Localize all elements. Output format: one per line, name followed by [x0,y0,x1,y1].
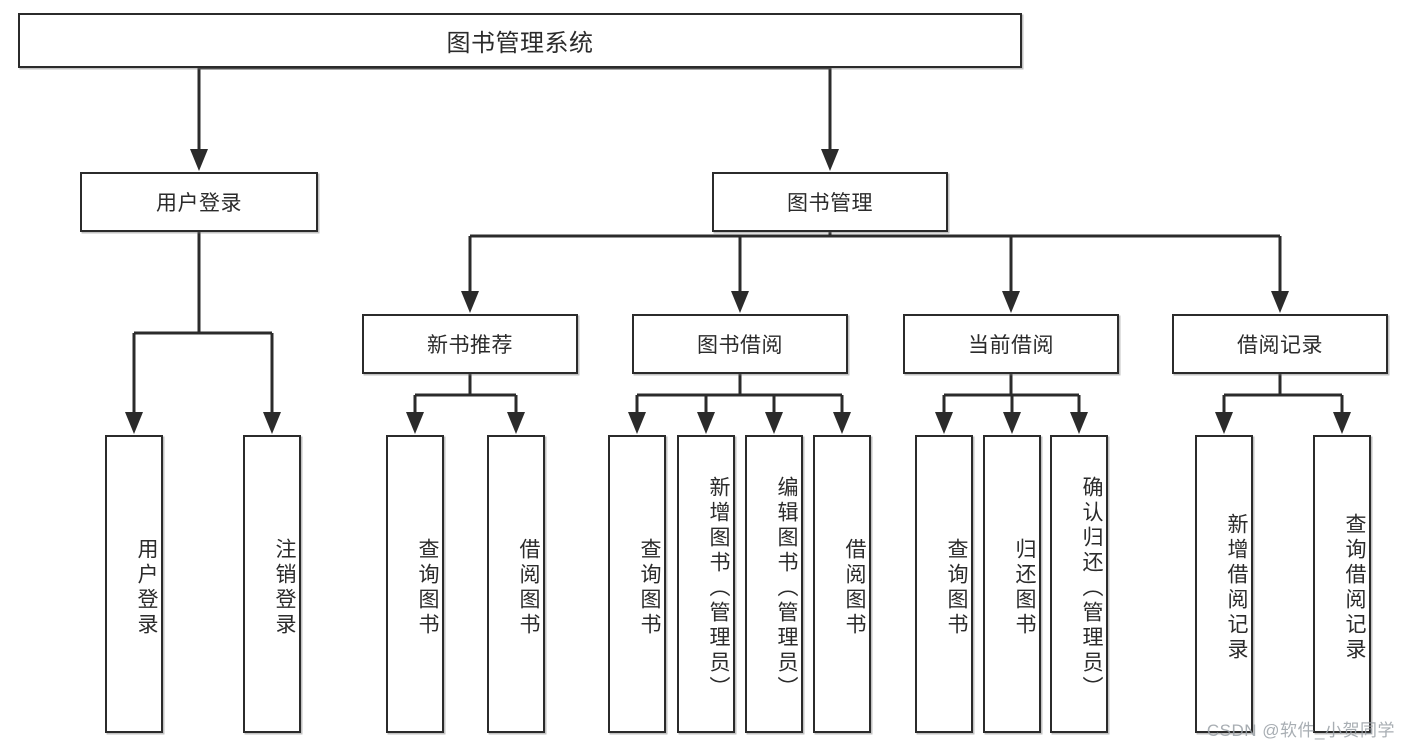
connector-arrowhead-leaf-bor-4 [833,412,851,434]
node-label-leaf-cur-2: 归还图书 [1013,538,1036,638]
node-newbook[interactable]: 新书推荐 [362,314,578,374]
node-label-records: 借阅记录 [1237,334,1323,357]
node-records[interactable]: 借阅记录 [1172,314,1388,374]
node-leaf-login-1[interactable]: 用户登录 [105,435,163,733]
connector-arrowhead-leaf-login-2 [263,412,281,434]
connector-arrowhead-leaf-rec-1 [1215,412,1233,434]
node-leaf-new-2[interactable]: 借阅图书 [487,435,545,733]
node-bookmgmt[interactable]: 图书管理 [712,172,948,232]
node-leaf-new-1[interactable]: 查询图书 [386,435,444,733]
connector-arrowhead-leaf-cur-3 [1070,412,1088,434]
node-label-leaf-login-2: 注销登录 [273,538,296,638]
node-label-leaf-bor-4: 借阅图书 [843,538,866,638]
connector-arrowhead-newbook [461,291,479,313]
node-label-leaf-rec-2: 查询借阅记录 [1343,513,1366,663]
connector-arrowhead-bookmgmt [821,149,839,171]
node-label-leaf-new-2: 借阅图书 [517,538,540,638]
node-leaf-bor-2[interactable]: 新增图书（管理员） [677,435,735,733]
node-label-borrow: 图书借阅 [697,334,783,357]
connector-arrowhead-leaf-bor-2 [697,412,715,434]
node-label-newbook: 新书推荐 [427,334,513,357]
connector-arrowhead-leaf-login-1 [125,412,143,434]
node-borrow[interactable]: 图书借阅 [632,314,848,374]
node-leaf-login-2[interactable]: 注销登录 [243,435,301,733]
node-leaf-bor-1[interactable]: 查询图书 [608,435,666,733]
node-leaf-cur-1[interactable]: 查询图书 [915,435,973,733]
connector-arrowhead-leaf-new-1 [406,412,424,434]
node-leaf-rec-1[interactable]: 新增借阅记录 [1195,435,1253,733]
connector-arrowhead-records [1271,291,1289,313]
node-label-leaf-cur-3: 确认归还（管理员） [1080,475,1103,701]
connector-arrowhead-leaf-new-2 [507,412,525,434]
node-label-leaf-rec-1: 新增借阅记录 [1225,513,1248,663]
node-label-leaf-bor-3: 编辑图书（管理员） [775,475,798,701]
node-leaf-cur-2[interactable]: 归还图书 [983,435,1041,733]
node-label-leaf-bor-2: 新增图书（管理员） [707,475,730,701]
node-current[interactable]: 当前借阅 [903,314,1119,374]
connector-arrowhead-leaf-cur-1 [935,412,953,434]
node-leaf-bor-4[interactable]: 借阅图书 [813,435,871,733]
node-leaf-bor-3[interactable]: 编辑图书（管理员） [745,435,803,733]
connector-arrowhead-leaf-cur-2 [1003,412,1021,434]
node-label-leaf-cur-1: 查询图书 [945,538,968,638]
connector-arrowhead-borrow [731,291,749,313]
node-root[interactable]: 图书管理系统 [18,13,1022,68]
node-label-leaf-bor-1: 查询图书 [638,538,661,638]
node-login[interactable]: 用户登录 [80,172,318,232]
node-leaf-cur-3[interactable]: 确认归还（管理员） [1050,435,1108,733]
node-label-current: 当前借阅 [968,334,1054,357]
connector-arrowhead-leaf-rec-2 [1333,412,1351,434]
connector-arrowhead-leaf-bor-3 [765,412,783,434]
connector-arrowhead-login [190,149,208,171]
node-leaf-rec-2[interactable]: 查询借阅记录 [1313,435,1371,733]
watermark-text: CSDN @软件_小贺同学 [1206,721,1395,740]
connector-arrowhead-leaf-bor-1 [628,412,646,434]
node-label-login: 用户登录 [156,192,242,215]
node-label-root: 图书管理系统 [446,30,594,57]
node-label-bookmgmt: 图书管理 [787,192,873,215]
node-label-leaf-login-1: 用户登录 [135,538,158,638]
connector-arrowhead-current [1002,291,1020,313]
node-label-leaf-new-1: 查询图书 [416,538,439,638]
